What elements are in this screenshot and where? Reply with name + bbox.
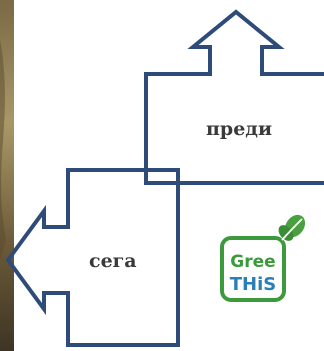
greethis-logo: Gree THiS [220, 214, 306, 302]
before-label: преди [206, 118, 273, 140]
now-arrow-shape [5, 168, 180, 347]
before-arrow-shape [144, 9, 324, 185]
logo-line2: THiS [230, 274, 276, 295]
logo-line1: Gree [230, 252, 275, 272]
now-label: сега [89, 250, 137, 272]
leaf-icon [278, 214, 306, 241]
